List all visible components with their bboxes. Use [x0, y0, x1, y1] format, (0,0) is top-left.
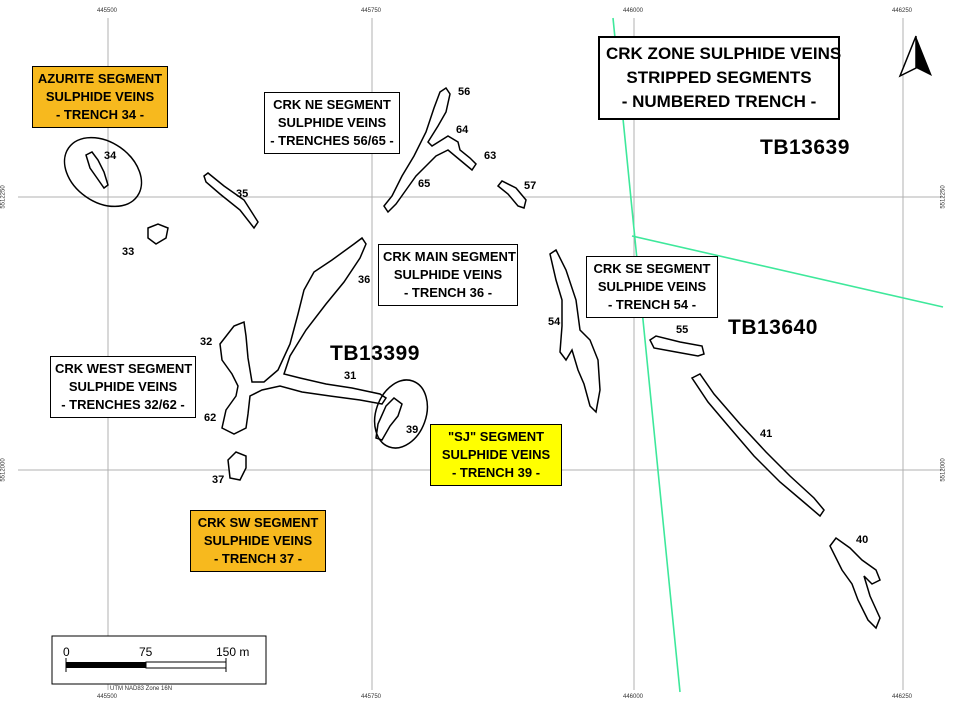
map-title-line2: STRIPPED SEGMENTS: [626, 68, 812, 87]
se-segment-line3: - TRENCH 54 -: [607, 297, 697, 312]
trench-number: 37: [212, 474, 225, 486]
trench-57: [496, 180, 527, 209]
scale-bar: [51, 635, 267, 685]
map-title-line3: - NUMBERED TRENCH -: [621, 92, 817, 111]
trench-number: 40: [856, 534, 869, 546]
ne-segment-label: CRK NE SEGMENT SULPHIDE VEINS - TRENCHES…: [264, 92, 400, 154]
northing-label-right: 5512000: [940, 458, 947, 482]
trench-41: [690, 373, 825, 518]
projection-label: UTM NAD83 Zone 16N: [110, 686, 173, 692]
trench-number: 36: [358, 274, 371, 286]
trench-35: [203, 172, 259, 230]
map-title-line1: CRK ZONE SULPHIDE VEINS: [606, 44, 842, 63]
ne-segment-line2: SULPHIDE VEINS: [277, 115, 387, 130]
trench-36-32-62: [219, 236, 388, 435]
easting-label-bottom: 446250: [892, 694, 913, 700]
tenement-tb13399: TB13399: [330, 342, 420, 365]
main-segment-line3: - TRENCH 36 -: [403, 285, 493, 300]
trench-40: [829, 536, 881, 630]
trench-number: 64: [456, 124, 469, 136]
se-segment-line1: CRK SE SEGMENT: [593, 261, 711, 276]
trench-number: 55: [676, 324, 689, 336]
trench-number: 39: [406, 424, 419, 436]
azurite-segment-label: AZURITE SEGMENT SULPHIDE VEINS - TRENCH …: [32, 66, 168, 128]
main-segment-line1: CRK MAIN SEGMENT: [383, 249, 516, 264]
trench-number: 33: [122, 246, 135, 258]
north-arrow-icon: [898, 35, 932, 78]
trench-56-65: [383, 86, 477, 214]
easting-label-top: 445750: [361, 8, 382, 14]
tenement-tb13639: TB13639: [760, 136, 850, 159]
northing-label-left: 5512250: [0, 185, 7, 209]
trench-number: 41: [760, 428, 773, 440]
sw-segment-line1: CRK SW SEGMENT: [197, 515, 319, 530]
tenement-tb13640: TB13640: [728, 316, 818, 339]
sj-segment-line2: SULPHIDE VEINS: [441, 447, 551, 462]
trench-37: [227, 451, 247, 481]
trench-number: 31: [344, 370, 357, 382]
trench-outlines: [63, 86, 881, 630]
trench-34: [85, 151, 109, 190]
ne-segment-line3: - TRENCHES 56/65 -: [270, 133, 394, 148]
trench-number: 63: [484, 150, 497, 162]
northing-label-left: 5512000: [0, 458, 7, 482]
main-segment-line2: SULPHIDE VEINS: [393, 267, 503, 282]
west-segment-line1: CRK WEST SEGMENT: [55, 361, 193, 376]
trench-33: [147, 223, 169, 245]
ne-segment-line1: CRK NE SEGMENT: [273, 97, 391, 112]
west-segment-label: CRK WEST SEGMENT SULPHIDE VEINS - TRENCH…: [50, 356, 196, 418]
trench-number: 34: [104, 150, 117, 162]
sj-segment-line1: "SJ" SEGMENT: [447, 429, 545, 444]
sj-segment-line3: - TRENCH 39 -: [451, 465, 541, 480]
easting-label-bottom: 445750: [361, 694, 382, 700]
trench-39: [375, 397, 403, 441]
sw-segment-line3: - TRENCH 37 -: [213, 551, 303, 566]
sj-segment-label: "SJ" SEGMENT SULPHIDE VEINS - TRENCH 39 …: [430, 424, 562, 486]
scale-bar-zero: 0: [63, 645, 70, 659]
azurite-segment-line2: SULPHIDE VEINS: [45, 89, 155, 104]
easting-label-bottom: 445500: [97, 694, 118, 700]
northing-label-right: 5512250: [940, 185, 947, 209]
easting-label-top: 446250: [892, 8, 913, 14]
west-segment-line2: SULPHIDE VEINS: [68, 379, 178, 394]
trench-number: 65: [418, 178, 431, 190]
trench-number: 56: [458, 86, 471, 98]
trench-54: [549, 248, 601, 414]
west-segment-line3: - TRENCHES 32/62 -: [61, 397, 185, 412]
se-segment-label: CRK SE SEGMENT SULPHIDE VEINS - TRENCH 5…: [586, 256, 718, 318]
tenement-boundary: [612, 17, 944, 693]
trench-number: 35: [236, 188, 249, 200]
easting-label-top: 446000: [623, 8, 644, 14]
trench-number: 32: [200, 336, 213, 348]
main-segment-label: CRK MAIN SEGMENT SULPHIDE VEINS - TRENCH…: [378, 244, 518, 306]
sw-segment-label: CRK SW SEGMENT SULPHIDE VEINS - TRENCH 3…: [190, 510, 326, 572]
sw-segment-line2: SULPHIDE VEINS: [203, 533, 313, 548]
azurite-segment-line1: AZURITE SEGMENT: [37, 71, 163, 86]
easting-label-bottom: 446000: [623, 694, 644, 700]
trench-number: 54: [548, 316, 561, 328]
se-segment-line2: SULPHIDE VEINS: [597, 279, 707, 294]
scale-bar-mid: 75: [139, 645, 153, 659]
trench-number: 62: [204, 412, 217, 424]
trench-34-ellipse: [63, 136, 143, 208]
scale-bar-end: 150 m: [216, 645, 250, 659]
azurite-segment-line3: - TRENCH 34 -: [55, 107, 145, 122]
easting-label-top: 445500: [97, 8, 118, 14]
trench-39-ellipse: [373, 379, 429, 449]
map-title: CRK ZONE SULPHIDE VEINS STRIPPED SEGMENT…: [598, 36, 842, 120]
trench-number: 57: [524, 180, 537, 192]
trench-55: [649, 335, 705, 357]
